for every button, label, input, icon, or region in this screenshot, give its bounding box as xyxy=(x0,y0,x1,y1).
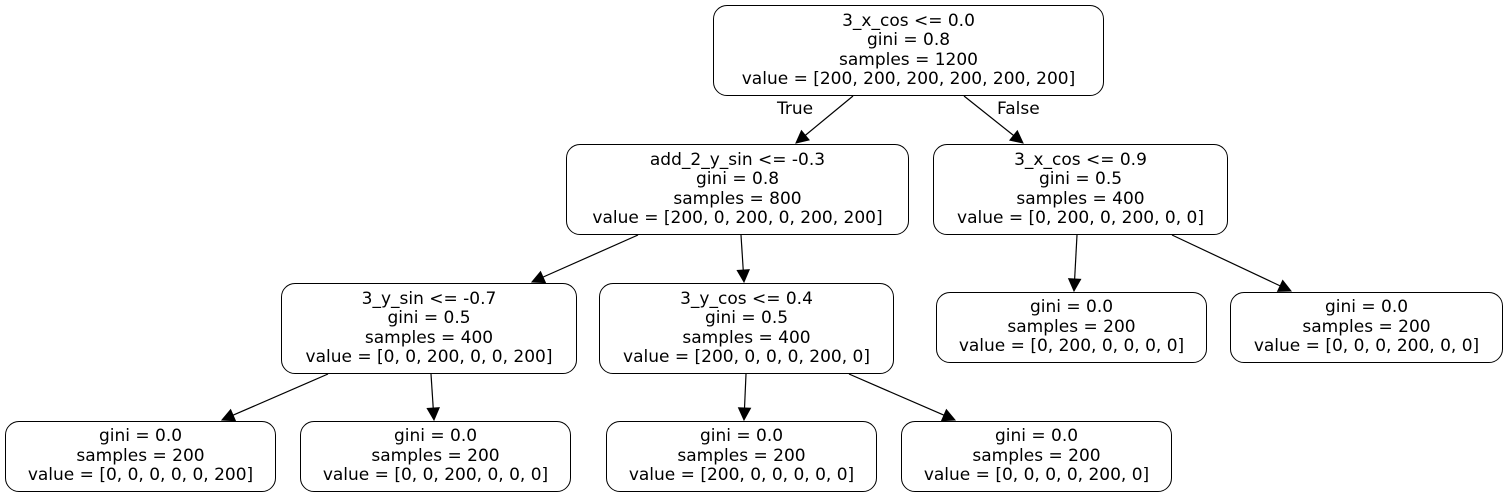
node-text-line: gini = 0.0 xyxy=(393,426,478,447)
node-text-line: gini = 0.5 xyxy=(387,308,471,328)
node-text-line: value = [0, 0, 0, 0, 0, 200] xyxy=(27,465,254,486)
node-text-line: gini = 0.8 xyxy=(866,30,951,50)
node-text-line: value = [200, 0, 0, 0, 0, 0] xyxy=(628,465,855,486)
edge-n0-n2 xyxy=(963,95,1014,136)
node-text-line: gini = 0.0 xyxy=(1324,297,1409,318)
edge-n2-n5 xyxy=(1074,234,1078,280)
node-text-line: samples = 200 xyxy=(1302,316,1431,337)
node-text-line: value = [0, 0, 0, 200, 0, 0] xyxy=(1253,336,1480,357)
node-text-line: 3_y_cos <= 0.4 xyxy=(680,288,813,309)
node-text-line: gini = 0.0 xyxy=(98,426,183,447)
edge-n0-n1 xyxy=(804,95,854,136)
node-text-line: value = [200, 200, 200, 200, 200, 200] xyxy=(741,69,1076,89)
node-text-line: gini = 0.0 xyxy=(1029,297,1114,318)
node-text-line: gini = 0.5 xyxy=(704,308,789,328)
node-text-line: gini = 0.0 xyxy=(994,426,1079,447)
edge-arrowhead-n3-n8 xyxy=(426,407,440,422)
node-text-line: samples = 200 xyxy=(1007,316,1136,337)
node-text-line: add_2_y_sin <= -0.3 xyxy=(649,149,826,170)
edge-label-false: False xyxy=(997,99,1040,119)
edge-n2-n6 xyxy=(1171,234,1281,287)
node-text-line: value = [0, 200, 0, 0, 0, 0] xyxy=(958,336,1185,357)
edge-arrowhead-n1-n4 xyxy=(736,269,750,284)
node-text-line: value = [0, 0, 0, 0, 200, 0] xyxy=(923,465,1150,486)
node-text-line: value = [200, 0, 0, 0, 200, 0] xyxy=(623,347,870,367)
edge-arrowhead-n0-n1 xyxy=(795,129,810,144)
node-text-line: value = [0, 0, 200, 0, 0, 200] xyxy=(305,347,553,367)
node-text-line: 3_x_cos <= 0.0 xyxy=(842,10,975,31)
edge-arrowhead-n2-n5 xyxy=(1067,278,1082,293)
node-text-line: samples = 400 xyxy=(1016,188,1145,209)
edge-label-true: True xyxy=(777,99,814,119)
edge-n1-n4 xyxy=(740,234,744,271)
edge-n1-n3 xyxy=(542,234,639,278)
node-text-line: 3_x_cos <= 0.9 xyxy=(1014,149,1147,170)
edge-arrowhead-n3-n7 xyxy=(220,408,237,422)
node-text-line: samples = 200 xyxy=(972,445,1101,466)
edge-n4-n10 xyxy=(848,373,945,416)
edge-n3-n8 xyxy=(430,373,434,409)
node-text-line: samples = 1200 xyxy=(839,49,978,70)
edge-arrowhead-n2-n6 xyxy=(1276,279,1293,292)
node-text-line: gini = 0.8 xyxy=(695,169,780,189)
node-text-line: value = [0, 200, 0, 200, 0, 0] xyxy=(957,208,1204,228)
node-text-line: samples = 200 xyxy=(371,445,500,466)
edge-n4-n9 xyxy=(743,373,747,409)
edge-arrowhead-n4-n9 xyxy=(737,407,752,422)
node-text-line: 3_y_sin <= -0.7 xyxy=(361,288,497,309)
node-text-line: value = [0, 0, 200, 0, 0, 0] xyxy=(322,465,549,486)
node-text-line: gini = 0.5 xyxy=(1038,169,1123,189)
node-text-line: samples = 400 xyxy=(682,327,811,348)
node-text-line: samples = 800 xyxy=(673,188,802,209)
edge-n3-n7 xyxy=(232,373,329,416)
node-text-line: value = [200, 0, 200, 0, 200, 200] xyxy=(592,208,883,228)
node-text-line: gini = 0.0 xyxy=(699,426,784,447)
edge-arrowhead-n1-n3 xyxy=(530,270,547,284)
node-text-line: samples = 400 xyxy=(364,327,494,348)
node-text-line: samples = 200 xyxy=(76,445,205,466)
edge-arrowhead-n0-n2 xyxy=(1008,129,1024,144)
edge-arrowhead-n4-n10 xyxy=(940,408,957,422)
node-text-line: samples = 200 xyxy=(677,445,806,466)
